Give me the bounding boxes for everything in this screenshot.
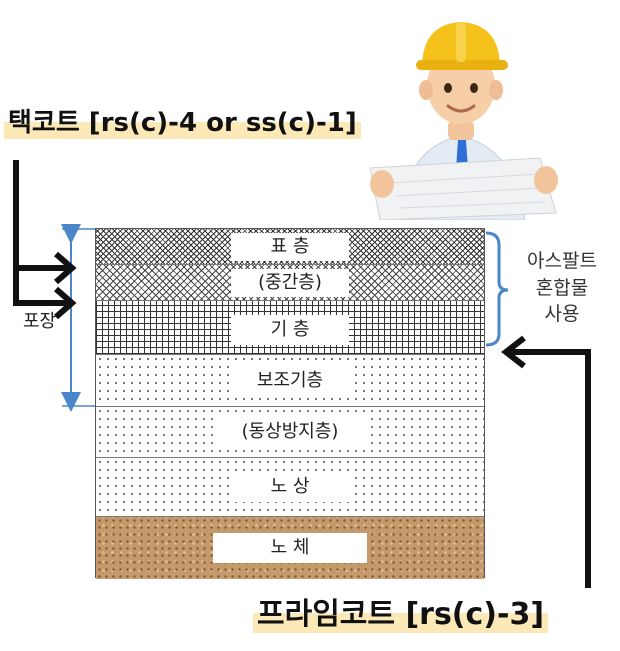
construction-worker-illustration	[369, 22, 558, 220]
asphalt-layers-bracket	[485, 231, 509, 347]
subbase-layer-label: 보조기층	[231, 366, 349, 396]
subbase-layer: 보조기층	[96, 355, 484, 407]
base-layer-label: 기 층	[231, 315, 349, 345]
intermediate-layer-label: (중간층)	[231, 269, 349, 297]
prime-coat-label: 프라임코트 [rs(c)-3]	[253, 597, 549, 633]
pavement-dimension-line	[61, 224, 95, 412]
asphalt-note-line-3: 사용	[544, 303, 580, 326]
base-layer: 기 층	[96, 301, 484, 355]
tack-coat-arrows	[13, 160, 77, 320]
asphalt-mixture-note: 아스팔트 혼합물 사용	[516, 248, 608, 328]
frost-protection-layer-label: (동상방지층)	[213, 417, 367, 447]
subgrade-layer-label: 노 상	[231, 472, 349, 502]
pavement-cross-section: 표 층 (중간층) 기 층 보조기층 (동상방지층) 노 상 노 체	[95, 228, 485, 579]
prime-coat-arrow	[501, 335, 591, 588]
surface-layer: 표 층	[96, 229, 484, 265]
subgrade-layer: 노 상	[96, 458, 484, 517]
embankment-body-layer-label: 노 체	[213, 533, 367, 563]
asphalt-note-line-2: 혼합물	[535, 276, 589, 299]
tack-coat-label: 택코트 [rs(c)-4 or ss(c)-1]	[4, 108, 361, 140]
pavement-label: 포장	[23, 311, 57, 332]
surface-layer-label: 표 층	[231, 233, 349, 261]
embankment-body-layer: 노 체	[96, 517, 484, 579]
frost-protection-layer: (동상방지층)	[96, 407, 484, 458]
intermediate-layer: (중간층)	[96, 265, 484, 301]
asphalt-note-line-1: 아스팔트	[527, 250, 597, 272]
